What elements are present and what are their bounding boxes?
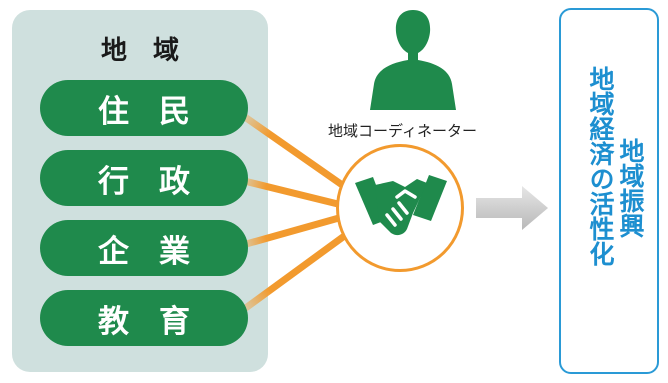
stakeholder-education: 教育 [40, 290, 248, 346]
connection-line-education [228, 222, 362, 322]
outcome-line-economic-revitalization: 地域経済の活性化 [586, 66, 615, 266]
outcome-line-regional-promotion: 地域振興 [616, 138, 645, 238]
outcome-box: 地域振興 地域経済の活性化 [559, 8, 659, 374]
stakeholder-government: 行政 [40, 150, 248, 206]
connection-line-government [228, 174, 350, 210]
connection-line-business [228, 212, 350, 252]
region-title: 地域 [100, 36, 205, 66]
person-silhouette-icon [370, 10, 456, 110]
handshake-icon [355, 175, 447, 236]
coordinator-label: 地域コーディネーター [328, 122, 477, 140]
stakeholder-business: 企業 [40, 220, 248, 276]
arrow-icon [476, 186, 548, 230]
connection-line-residents [228, 104, 362, 200]
hub-circle [336, 144, 464, 272]
stakeholder-residents: 住民 [40, 80, 248, 136]
